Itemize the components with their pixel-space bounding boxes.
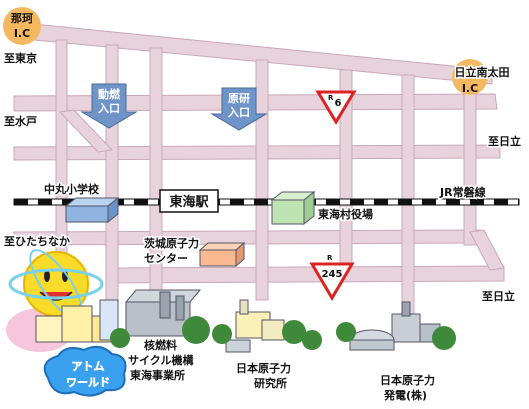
railway-label: JR常磐線 [439, 185, 486, 199]
atom-world-buildings [35, 299, 119, 343]
r6-letter: R [328, 94, 334, 102]
direction-to-hitachinaka: 至ひたちなか [4, 235, 70, 248]
ic-marker-hitachi-minami-ota: 日立南太田 I.C [452, 59, 511, 95]
direction-to-mito: 至水戸 [4, 114, 37, 128]
route-sign-r245: R 245 [309, 254, 355, 301]
school-building [64, 196, 120, 224]
entrance-arrow-doryokuro: 動燃 入口 [80, 83, 138, 129]
jaeri-label-2: 研究所 [254, 376, 287, 390]
jnc-label-1: 核燃料 [144, 338, 177, 352]
entrance-doryokuro-line2: 入口 [98, 102, 120, 115]
entrance-arrow-genken: 原研 入口 [210, 87, 268, 131]
entrance-genken-line1: 原研 [228, 92, 250, 105]
atom-world-area: アトム ワールド [6, 249, 127, 397]
ibaraki-center-building [198, 241, 246, 268]
atom-world-label-2: ワールド [66, 376, 110, 389]
diagonal-road-left [58, 109, 114, 153]
vertical-road-d [255, 59, 269, 301]
ic-hitachi-sub: I.C [462, 82, 478, 95]
station-name: 東海駅 [169, 194, 209, 210]
jaeri-label-1: 日本原子力 [236, 361, 291, 375]
ic-marker-naka: 那珂 I.C [3, 7, 41, 45]
mascot-sun-icon [8, 249, 104, 319]
station-box: 東海駅 [159, 189, 219, 213]
japc-facility [336, 301, 456, 351]
vertical-road-g [463, 79, 477, 246]
elementary-school-label: 中丸小学校 [44, 182, 100, 196]
entrance-doryokuro-line1: 動燃 [98, 87, 121, 101]
direction-to-hitachi-2: 至日立 [482, 289, 515, 303]
japc-label-2: 発電(株) [383, 388, 427, 402]
jnc-label-3: 東海事業所 [130, 368, 185, 382]
route245-road [107, 265, 505, 284]
ic-hitachi-name: 日立南太田 [455, 65, 510, 79]
ibaraki-center-label-1: 茨城原子力 [144, 236, 199, 250]
entrance-genken-line2: 入口 [228, 106, 250, 119]
japc-label-1: 日本原子力 [380, 373, 435, 387]
r6-number: 6 [335, 98, 342, 109]
r245-number: 245 [322, 269, 343, 280]
jaeri-facility [212, 299, 322, 353]
ic-naka-name: 那珂 [11, 12, 33, 25]
expressway-road [13, 21, 493, 85]
village-office-building [270, 190, 316, 226]
vertical-road-f [401, 74, 415, 321]
jnc-label-2: サイクル機構 [128, 353, 193, 367]
direction-to-hitachi-1: 至日立 [488, 134, 521, 148]
ic-naka-sub: I.C [14, 27, 30, 40]
ibaraki-center-label-2: センター [144, 252, 188, 265]
jnc-facility [110, 289, 210, 348]
diagonal-road-right [469, 229, 505, 271]
village-office-label: 東海村役場 [318, 207, 373, 221]
atom-world-cloud: アトム ワールド [43, 345, 127, 397]
r245-letter: R [327, 254, 333, 262]
atom-world-label-1: アトム [72, 360, 105, 373]
route-sign-r6: R 6 [315, 90, 357, 125]
direction-to-tokyo: 至東京 [4, 51, 37, 65]
